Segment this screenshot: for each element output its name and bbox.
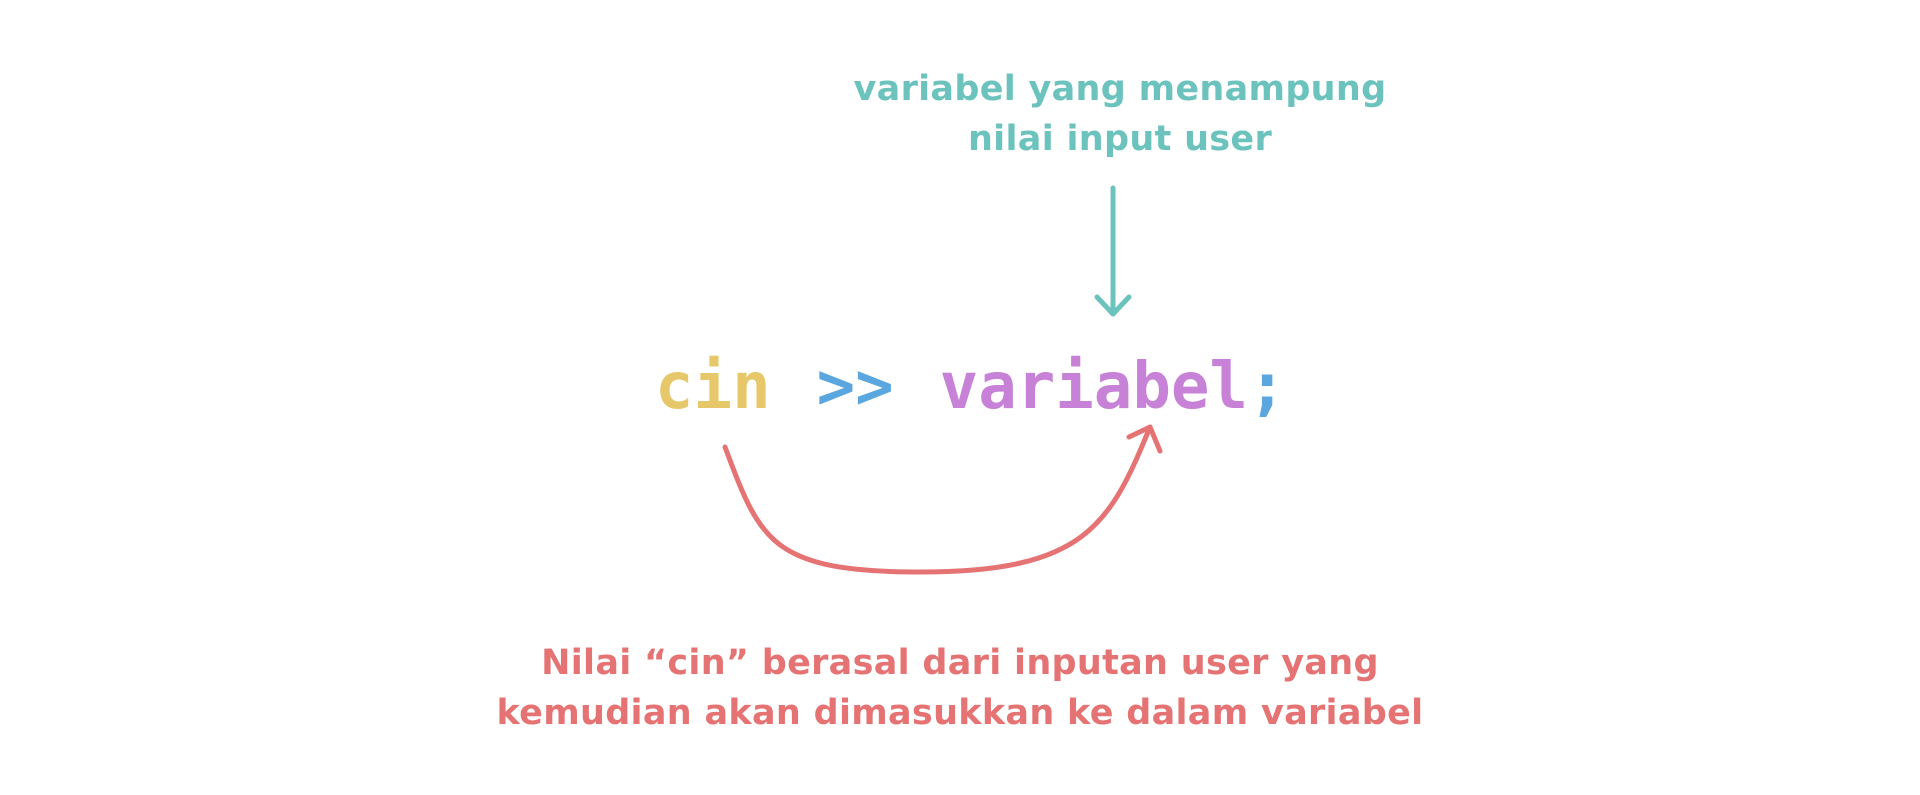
cin-keyword: cin <box>655 350 771 424</box>
down-arrow <box>1094 185 1132 317</box>
annotation-line: Nilai “cin” berasal dari inputan user ya… <box>541 643 1379 683</box>
cin-explanation-annotation: Nilai “cin” berasal dari inputan user ya… <box>460 638 1460 738</box>
variable-name: variabel <box>939 350 1248 424</box>
semicolon: ; <box>1247 350 1287 424</box>
curved-arrow-head <box>1126 424 1163 454</box>
code-statement: cin >> variabel; <box>655 342 1286 432</box>
input-variable-annotation: variabel yang menampung nilai input user <box>820 64 1420 164</box>
curved-arrow-path <box>722 424 1153 575</box>
annotation-line: variabel yang menampung <box>853 69 1387 109</box>
extraction-operator: >> <box>816 350 894 424</box>
down-arrow-head <box>1094 294 1132 317</box>
annotation-line: nilai input user <box>967 119 1273 159</box>
curved-arrow <box>722 424 1163 575</box>
annotation-line: kemudian akan dimasukkan ke dalam variab… <box>496 693 1424 733</box>
